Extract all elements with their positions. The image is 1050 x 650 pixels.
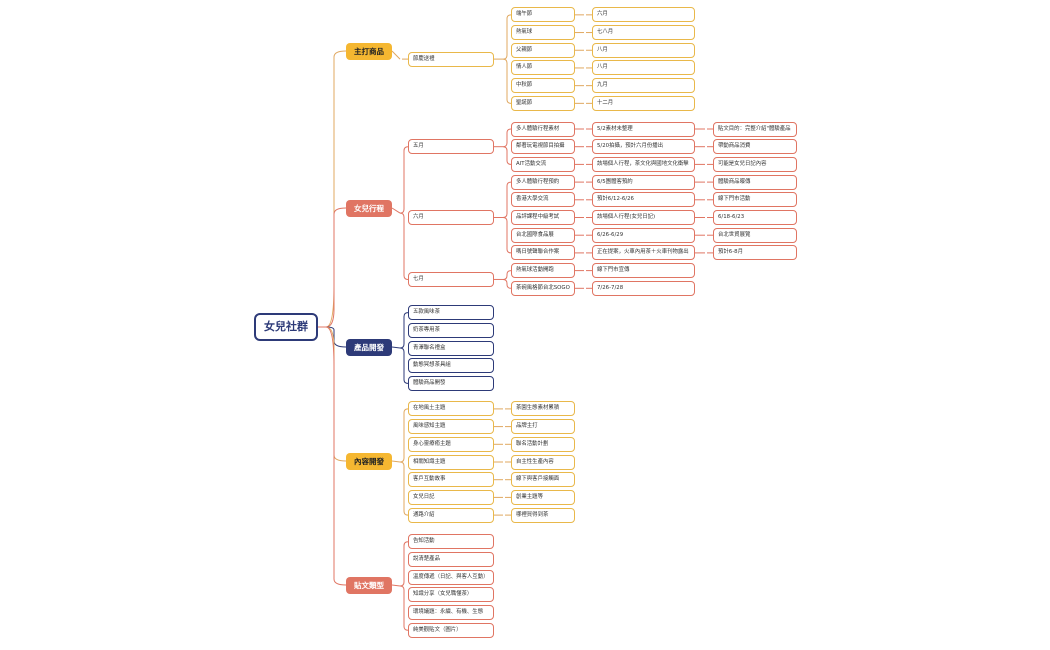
node-1-1-4-0[interactable]: 正在提案，火車內用茶＋火車刊物露出: [592, 245, 695, 261]
node-4-1[interactable]: 說清楚產品: [408, 551, 494, 567]
node-0-0-2[interactable]: 父親節: [511, 42, 575, 58]
node-3-2[interactable]: 身心靈療癒主題: [408, 436, 494, 452]
node-0-0-1-0[interactable]: 七八月: [592, 25, 695, 41]
node-3-1-0[interactable]: 品牌主打: [511, 419, 575, 435]
node-1-2-0-0[interactable]: 線下門市宣傳: [592, 263, 695, 279]
node-1-0-0-0[interactable]: 5/2素材未整理: [592, 121, 695, 137]
node-4-2[interactable]: 溫度傳遞（日記、與客人互動）: [408, 569, 494, 585]
node-4-3[interactable]: 知識分享（女兒職懂茶）: [408, 587, 494, 603]
branch-2[interactable]: 產品開發: [346, 338, 392, 356]
node-3-4-0[interactable]: 線下與客戶接觸面: [511, 472, 575, 488]
branch-4[interactable]: 貼文類型: [346, 576, 392, 594]
node-3-0-0[interactable]: 茶園生態素材累積: [511, 401, 575, 417]
node-0-0-1[interactable]: 熱氣球: [511, 25, 575, 41]
node-1-0-1-0[interactable]: 5/20拍攝，預計六月份播出: [592, 139, 695, 155]
node-0-0-5-0[interactable]: 十二月: [592, 95, 695, 111]
node-1-2-1-0[interactable]: 7/26-7/28: [592, 280, 695, 296]
node-4-5[interactable]: 純美觀貼文（圖片）: [408, 622, 494, 638]
node-3-3[interactable]: 相關知識主題: [408, 454, 494, 470]
node-1-1-1-0-0[interactable]: 線下門市活動: [713, 192, 797, 208]
node-0-0-4[interactable]: 中秋節: [511, 78, 575, 94]
node-2-0[interactable]: 五款風味茶: [408, 305, 494, 321]
node-1-2[interactable]: 七月: [408, 271, 494, 287]
node-0-0-2-0[interactable]: 八月: [592, 42, 695, 58]
node-4-4[interactable]: 環境議題：永續、有機、生態: [408, 605, 494, 621]
node-1-1-4-0-0[interactable]: 預計6-8月: [713, 245, 797, 261]
node-1-0-2-0-0[interactable]: 可能是女兒日記內容: [713, 156, 797, 172]
node-0-0-0[interactable]: 端午節: [511, 7, 575, 23]
node-0-0-4-0[interactable]: 九月: [592, 78, 695, 94]
node-3-3-0[interactable]: 自主性生產內容: [511, 454, 575, 470]
node-0-0-5[interactable]: 聖誕節: [511, 95, 575, 111]
node-1-1-0-0-0[interactable]: 體驗商品曝傳: [713, 174, 797, 190]
node-1-2-1[interactable]: 茶碗風格節台北SOGO: [511, 280, 575, 296]
node-2-1[interactable]: 奶茶專用茶: [408, 322, 494, 338]
node-3-6[interactable]: 通路介紹: [408, 507, 494, 523]
node-1-1-2[interactable]: 品評課程中級考試: [511, 210, 575, 225]
node-0-0-3[interactable]: 情人節: [511, 60, 575, 76]
node-3-1[interactable]: 風味感知主題: [408, 419, 494, 435]
node-1-0-2-0[interactable]: 該場個人行程，茶文化與國地文化衝擊: [592, 156, 695, 172]
branch-0[interactable]: 主打商品: [346, 42, 392, 60]
node-1-0[interactable]: 五月: [408, 139, 494, 155]
node-2-4[interactable]: 體驗商品開發: [408, 375, 494, 391]
node-1-1-4[interactable]: 嗎日號聲聯合作案: [511, 245, 575, 261]
node-3-5[interactable]: 女兒日記: [408, 489, 494, 505]
node-1-1[interactable]: 六月: [408, 210, 494, 225]
node-3-2-0[interactable]: 聯名活動計劃: [511, 436, 575, 452]
node-1-1-3-0[interactable]: 6/26-6/29: [592, 227, 695, 243]
node-1-1-3[interactable]: 台北國際食品展: [511, 227, 575, 243]
node-4-0[interactable]: 告知活動: [408, 534, 494, 550]
node-3-0[interactable]: 在地風土主題: [408, 401, 494, 417]
node-1-0-1-0-0[interactable]: 帶動商品消費: [713, 139, 797, 155]
node-1-0-0-0-0[interactable]: 貼文目的：完整介紹"體驗產品: [713, 121, 797, 137]
node-3-5-0[interactable]: 創業主題等: [511, 489, 575, 505]
node-3-4[interactable]: 客戶互動故事: [408, 472, 494, 488]
node-0-0-3-0[interactable]: 八月: [592, 60, 695, 76]
node-1-1-3-0-0[interactable]: 台北世貿展覽: [713, 227, 797, 243]
node-1-1-1-0[interactable]: 預計6/12-6/26: [592, 192, 695, 208]
node-1-1-1[interactable]: 香港大學交流: [511, 192, 575, 208]
branch-1[interactable]: 女兒行程: [346, 199, 392, 217]
node-0-0[interactable]: 節慶送禮: [408, 51, 494, 67]
root-node[interactable]: 女兒社群: [254, 313, 318, 341]
node-3-6-0[interactable]: 哪裡買得到茶: [511, 507, 575, 523]
node-2-3[interactable]: 動態冥想茶具組: [408, 358, 494, 374]
node-1-2-0[interactable]: 熱氣球活動開跑: [511, 263, 575, 279]
node-1-1-0-0[interactable]: 6/5團體客預約: [592, 174, 695, 190]
node-1-1-2-0-0[interactable]: 6/18-6/23: [713, 210, 797, 225]
node-1-1-2-0[interactable]: 該場個人行程(女兒日記): [592, 210, 695, 225]
node-1-0-0[interactable]: 多人體驗行程素材: [511, 121, 575, 137]
node-1-1-0[interactable]: 多人體驗行程預約: [511, 174, 575, 190]
branch-3[interactable]: 內容開發: [346, 452, 392, 470]
node-2-2[interactable]: 青澤聯名禮盒: [408, 340, 494, 356]
node-0-0-0-0[interactable]: 六月: [592, 7, 695, 23]
node-1-0-2[interactable]: AIT活動交流: [511, 156, 575, 172]
node-1-0-1[interactable]: 鄰著玩電視節目拍攝: [511, 139, 575, 155]
